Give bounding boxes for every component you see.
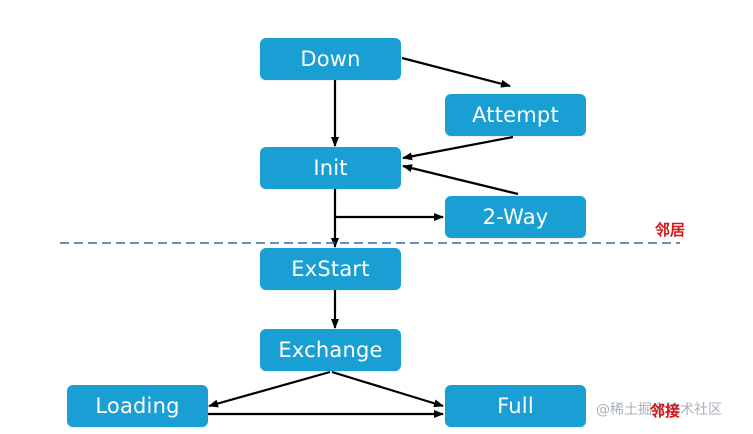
arrow-exchange-to-loading xyxy=(208,370,331,408)
arrow-attempt-to-init xyxy=(402,135,514,161)
arrow-exchange-to-full xyxy=(331,370,444,408)
state-exchange: Exchange xyxy=(260,329,401,371)
arrow-2way-to-init xyxy=(402,164,519,196)
state-down: Down xyxy=(260,38,401,80)
watermark: @稀土掘金技术社区 xyxy=(596,402,722,418)
state-full: Full xyxy=(445,385,586,427)
adjacency-region-label: 邻接 xyxy=(650,402,681,420)
state-attempt: Attempt xyxy=(445,94,586,136)
state-2-way: 2-Way xyxy=(445,196,586,238)
state-exstart: ExStart xyxy=(260,248,401,290)
state-loading: Loading xyxy=(67,385,208,427)
state-init: Init xyxy=(260,147,401,189)
neighbor-region-label: 邻居 xyxy=(655,221,686,239)
arrow-down-to-attempt xyxy=(401,56,511,88)
